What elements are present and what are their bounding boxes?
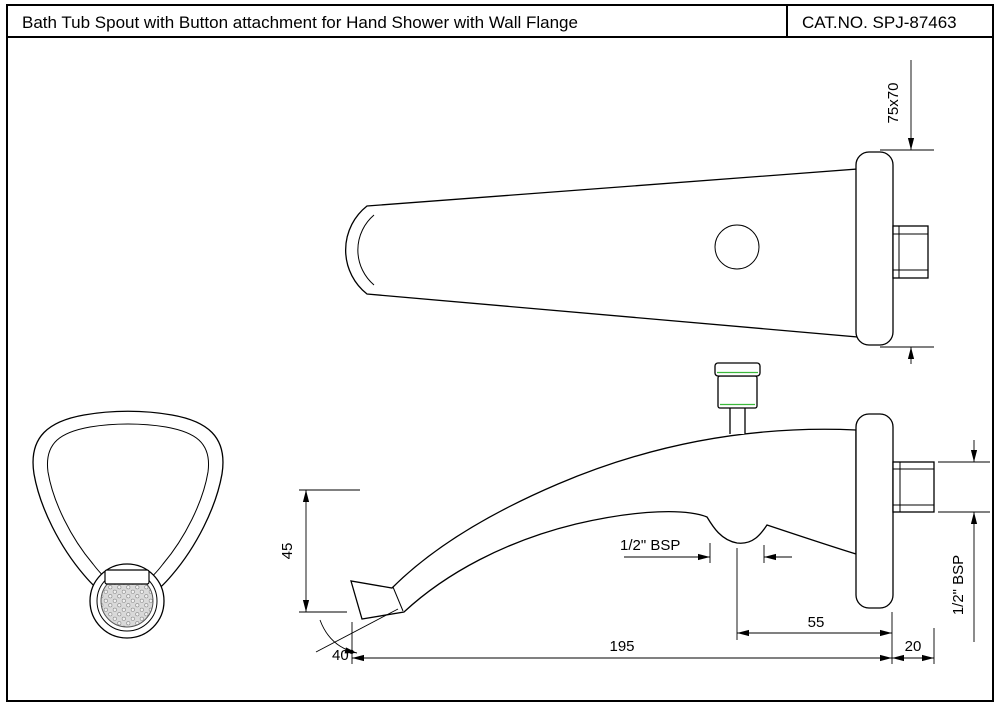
top-spout-tip-arc: [357, 214, 375, 286]
shield-inner-line: [46, 423, 210, 587]
dim-bsp-bottom-label: 1/2" BSP: [620, 537, 680, 554]
dim-195: 195: [351, 622, 892, 664]
shield-outline: [32, 410, 224, 601]
dim-bsp-side: 1/2" BSP: [938, 440, 990, 642]
button-hole-circle: [714, 224, 760, 270]
diverter-button: [104, 569, 150, 585]
dim-40deg: 40°: [315, 608, 399, 664]
top-view: 75x70: [345, 60, 934, 364]
page-title: Bath Tub Spout with Button attachment fo…: [22, 13, 578, 32]
angle-arc: [319, 619, 358, 654]
title-block: Bath Tub Spout with Button attachment fo…: [6, 4, 994, 702]
top-wall-flange: [855, 151, 894, 346]
dim-bsp-bottom: 1/2" BSP: [620, 537, 792, 563]
side-wall-flange: [855, 413, 894, 609]
nozzle-edge-line: [392, 586, 404, 612]
top-spout-body: [345, 168, 859, 338]
angle-reference-line: [315, 608, 399, 653]
dim-45-label: 45: [279, 543, 296, 560]
front-view: [32, 410, 224, 639]
dim-55: 55: [736, 548, 893, 664]
shower-connector-cap: [714, 362, 761, 377]
side-view: 45 40° 1/2" BSP 55 195: [279, 362, 990, 664]
dim-bsp-side-label: 1/2" BSP: [950, 555, 967, 615]
dim-75x70-label: 75x70: [885, 83, 902, 124]
dim-55-label: 55: [808, 614, 825, 631]
dim-40deg-label: 40°: [332, 647, 355, 664]
frame-border: [6, 4, 994, 702]
shower-connector-body: [717, 375, 758, 409]
dim-195-label: 195: [609, 638, 634, 655]
catalog-number: CAT.NO. SPJ-87463: [802, 13, 957, 32]
side-spout-body: [350, 428, 857, 620]
dim-flange-size: 75x70: [880, 60, 934, 364]
dim-45: 45: [279, 489, 360, 613]
dim-20-label: 20: [905, 638, 922, 655]
dim-20: 20: [892, 628, 935, 664]
